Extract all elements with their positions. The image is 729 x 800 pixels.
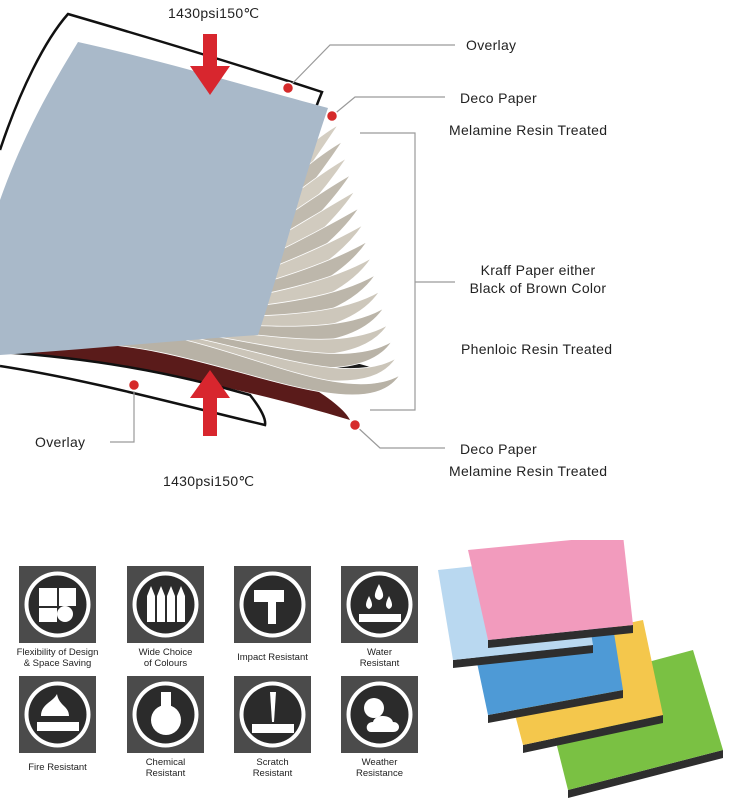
feature-caption-line1: Fire Resistant	[28, 762, 87, 773]
swatch-board	[468, 540, 633, 640]
scratch-icon	[239, 681, 306, 748]
kraft-bracket	[360, 132, 416, 411]
feature-caption-line1: Chemical	[145, 757, 186, 768]
leader-deco-top	[331, 96, 445, 117]
kraft-sheet	[79, 330, 401, 396]
laminate-layer-diagram	[0, 12, 455, 449]
swatch-board-edge	[453, 645, 593, 668]
marker-overlay-bottom	[127, 378, 141, 392]
puzzle-icon	[24, 571, 91, 638]
feature-caption-line1: Weather	[361, 757, 398, 768]
feature-tile	[19, 676, 96, 753]
feature-caption-line1: Flexibility of Design	[16, 647, 99, 658]
feature-caption-line1: Impact Resistant	[237, 652, 308, 663]
feature-tile	[19, 566, 96, 643]
feature-caption-line2: of Colours	[143, 658, 188, 669]
water-drops-icon	[346, 571, 413, 638]
flask-icon	[132, 681, 199, 748]
feature-caption-line2: Resistant	[252, 768, 293, 779]
feature-tile	[127, 566, 204, 643]
pressure-arrow-up	[190, 370, 230, 436]
label-overlay-bottom: Overlay	[35, 434, 86, 450]
feature-caption-line1: Wide Choice	[138, 647, 193, 658]
marker-deco-bottom	[348, 418, 362, 432]
swatch-board-edge	[488, 625, 633, 648]
feature-caption-line2: Resistance	[356, 768, 403, 779]
pressure-label-bottom: 1430psi150℃	[163, 473, 255, 489]
feature-caption-line2: & Space Saving	[23, 658, 92, 669]
sun-cloud-icon	[346, 681, 413, 748]
leader-deco-bottom	[354, 424, 445, 449]
label-deco-paper-top: Deco Paper	[460, 90, 537, 106]
label-melamine-top: Melamine Resin Treated	[449, 122, 608, 138]
leader-overlay-bottom	[110, 385, 135, 443]
marker-deco-top	[325, 109, 339, 123]
pressure-arrow-down	[190, 34, 230, 95]
feature-caption-line1: Scratch	[256, 757, 289, 768]
fire-icon	[24, 681, 91, 748]
leader-overlay-top	[287, 44, 455, 89]
feature-tile	[127, 676, 204, 753]
label-deco-paper-bottom: Deco Paper	[460, 441, 537, 457]
swatch-board-edge	[568, 750, 723, 798]
feature-tile	[341, 566, 418, 643]
label-kraft-line1: Kraff Paper either	[480, 262, 596, 278]
marker-overlay-top	[281, 81, 295, 95]
feature-caption: Fire Resistant	[3, 762, 113, 773]
swatch-board-edge	[488, 690, 623, 723]
feature-caption: Flexibility of Design& Space Saving	[3, 647, 113, 669]
label-melamine-bottom: Melamine Resin Treated	[449, 463, 608, 479]
feature-caption-line2: Resistant	[359, 658, 400, 669]
blue-overlay-sheet	[0, 42, 328, 355]
pressure-label-top: 1430psi150℃	[168, 5, 260, 21]
feature-tile	[234, 566, 311, 643]
swatch-board-edge	[523, 715, 663, 753]
feature-caption-line1: Water	[367, 647, 392, 658]
feature-caption: Impact Resistant	[218, 652, 328, 663]
color-swatch-stack	[438, 540, 723, 798]
feature-tile	[234, 676, 311, 753]
pencils-icon	[132, 571, 199, 638]
hammer-icon	[239, 571, 306, 638]
label-kraft-line2: Black of Brown Color	[469, 280, 607, 296]
feature-caption-line2: Resistant	[145, 768, 186, 779]
feature-tile	[341, 676, 418, 753]
label-overlay-top: Overlay	[466, 37, 517, 53]
label-phenolic: Phenloic Resin Treated	[461, 341, 613, 357]
